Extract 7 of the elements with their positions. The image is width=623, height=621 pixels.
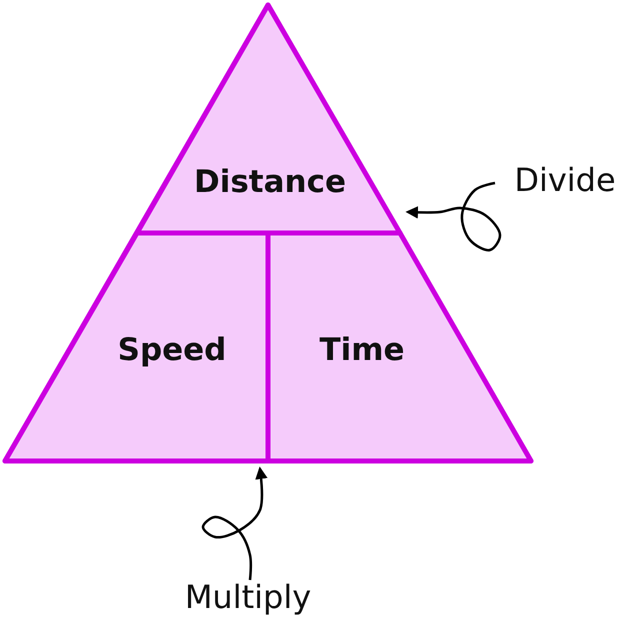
section-label: Speed (118, 332, 226, 368)
operation-label: Multiply (184, 578, 312, 616)
operation-label: Divide (514, 161, 616, 199)
curly-arrow (202, 466, 268, 580)
section-label: Distance (194, 164, 346, 200)
section-label: Time (319, 332, 405, 368)
curly-arrow (406, 182, 502, 252)
